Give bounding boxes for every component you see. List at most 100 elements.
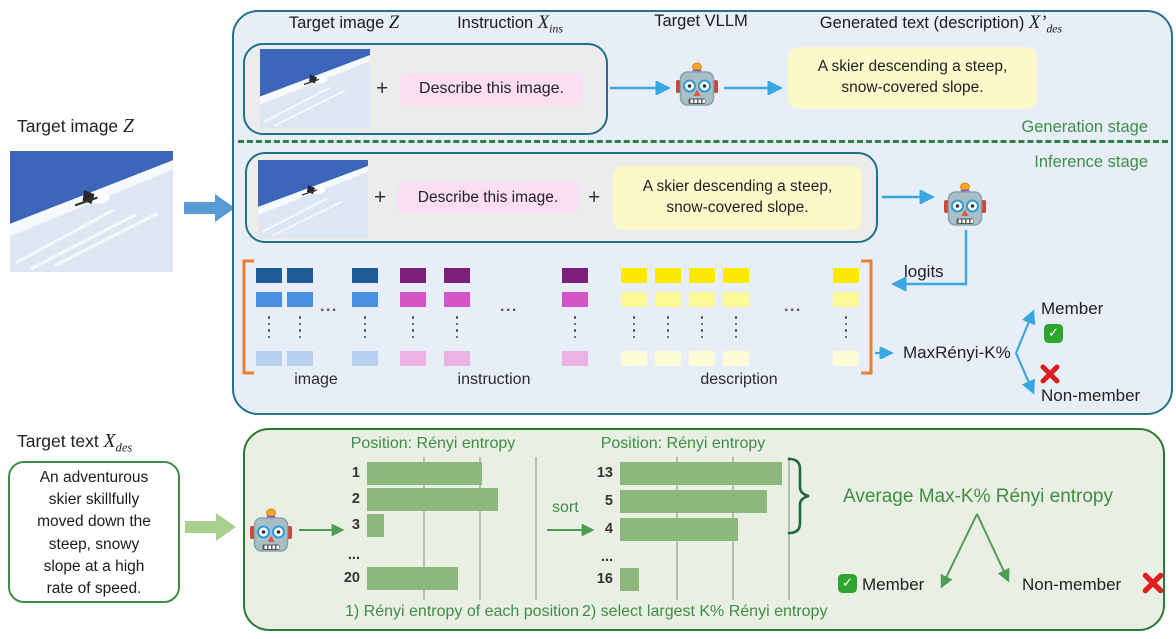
chart-gridline	[535, 457, 537, 600]
token-cell	[562, 351, 588, 366]
chart-title-2: Position: Rényi entropy	[600, 435, 766, 452]
token-cell	[562, 292, 588, 307]
big-arrow-blue-icon	[184, 194, 235, 222]
non-member-label-bottom: Non-member	[1022, 575, 1122, 594]
chart-gridline	[788, 457, 790, 600]
arrow-to-vllm-generation	[610, 81, 672, 95]
token-vdots	[833, 316, 859, 339]
average-maxk-label: Average Max-K% Rényi entropy	[843, 486, 1113, 507]
token-vdots	[352, 316, 378, 339]
header-instruction: Instruction Xins	[457, 12, 563, 36]
member-branch-arrows	[1014, 309, 1036, 395]
member-label-bottom: Member	[862, 575, 925, 594]
chart-bar	[620, 490, 767, 513]
token-group-label: description	[700, 371, 778, 388]
ski-photo-inference	[258, 160, 368, 238]
token-vdots	[444, 316, 470, 339]
token-cell	[621, 292, 647, 307]
maxrenyi-arrow	[875, 347, 894, 359]
chart-row-label: 3	[351, 517, 360, 533]
token-cell	[621, 351, 647, 366]
token-cell	[833, 351, 859, 366]
token-cell	[655, 292, 681, 307]
inference-stage-label: Inference stage	[1034, 153, 1148, 171]
chart-bar	[620, 518, 738, 541]
chart-row-label: 2	[351, 491, 360, 507]
non-member-label: Non-member	[1041, 386, 1141, 405]
header-target-image: Target image Z	[288, 12, 400, 32]
token-cell	[444, 292, 470, 307]
check-icon-bottom: ✓	[838, 574, 857, 593]
cross-icon	[1040, 364, 1060, 384]
robot-to-chart-arrow	[299, 524, 345, 536]
token-cell	[352, 292, 378, 307]
chart-bar	[367, 567, 458, 590]
target-text-line: An adventurous	[39, 469, 149, 486]
generation-stage-label: Generation stage	[1021, 118, 1148, 136]
token-cell	[723, 351, 749, 366]
token-cell	[655, 268, 681, 283]
token-cell	[723, 268, 749, 283]
token-cell	[256, 292, 282, 307]
token-cell	[723, 292, 749, 307]
token-cell	[287, 268, 313, 283]
chart-row-label: 4	[604, 521, 613, 537]
target-text-line: steep, snowy	[48, 535, 140, 553]
chart-note-1: 1) Rényi entropy of each position	[345, 603, 579, 620]
plus-sign: +	[374, 186, 387, 209]
token-vdots	[256, 316, 282, 339]
token-cell	[655, 351, 681, 366]
chart-row-label: 16	[596, 571, 613, 587]
sort-label: sort	[552, 499, 579, 516]
token-vdots	[287, 316, 313, 339]
big-arrow-green-icon	[185, 513, 236, 541]
token-cell	[444, 268, 470, 283]
token-cell	[444, 351, 470, 366]
chart-row-label: 20	[343, 570, 360, 586]
token-cell	[689, 351, 715, 366]
plus-sign: +	[376, 77, 389, 100]
average-branch-arrows	[940, 513, 1010, 589]
target-text-line: moved down the	[37, 513, 151, 531]
target-text-line: rate of speed.	[46, 580, 142, 598]
token-cell	[833, 292, 859, 307]
target-text-line: slope at a high	[43, 557, 145, 575]
logits-arrow	[890, 230, 968, 292]
token-cell	[287, 292, 313, 307]
target-image-title: Target image Z	[17, 116, 134, 137]
instruction-chip-inference: Describe this image.	[398, 182, 578, 213]
target-text-title: Target text Xdes	[17, 431, 133, 455]
token-cell	[400, 351, 426, 366]
token-cell	[352, 351, 378, 366]
token-group-label: image	[294, 371, 338, 388]
chart-row-label: 5	[604, 493, 613, 509]
description-chip-inference: A skier descending a steep, snow-covered…	[613, 166, 862, 230]
maxrenyi-label: MaxRényi-K%	[903, 343, 1011, 362]
token-cell	[562, 268, 588, 283]
token-cell	[400, 292, 426, 307]
chart-row-label: 13	[596, 465, 613, 481]
brace-icon	[787, 457, 810, 535]
robot-icon-generation	[676, 62, 718, 106]
token-cell	[621, 268, 647, 283]
instruction-chip-generation: Describe this image.	[400, 73, 583, 105]
ski-photo-generation	[260, 49, 370, 128]
arrow-to-output-generation	[724, 81, 784, 95]
token-vdots	[723, 316, 749, 339]
token-vdots	[621, 316, 647, 339]
chart-row-label: 1	[351, 465, 360, 481]
token-vdots	[655, 316, 681, 339]
plus-sign: +	[588, 186, 601, 209]
chart-title-1: Position: Rényi entropy	[350, 435, 516, 452]
chart-bar	[367, 488, 498, 511]
token-cell	[256, 351, 282, 366]
check-icon: ✓	[1044, 324, 1063, 343]
matrix-bracket-left	[242, 259, 254, 375]
logits-label: logits	[904, 262, 944, 281]
token-cell	[689, 268, 715, 283]
generated-text-chip: A skier descending a steep, snow-covered…	[788, 47, 1037, 109]
token-cell	[352, 268, 378, 283]
member-label: Member	[1041, 299, 1104, 318]
chart-gridline	[423, 457, 425, 600]
sort-arrow	[547, 524, 595, 536]
